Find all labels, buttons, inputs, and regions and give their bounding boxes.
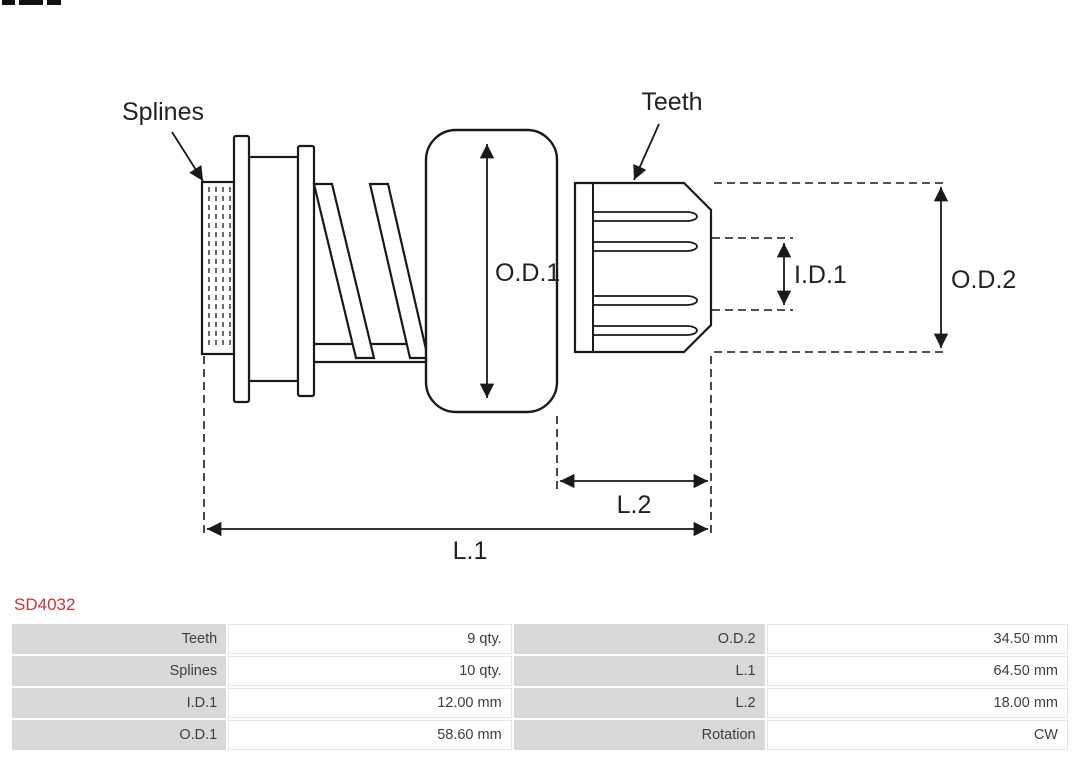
spec-label-cell: L.1 — [513, 656, 765, 686]
dimension-l2: L.2 — [556, 356, 712, 538]
flange-front — [232, 134, 251, 404]
splined-shaft — [200, 180, 236, 356]
spec-table: Teeth 9 qty. O.D.2 34.50 mm Splines 10 q… — [10, 622, 1070, 752]
logo-fragment — [2, 0, 61, 5]
spec-label-cell: L.2 — [513, 688, 765, 718]
pinion-teeth — [594, 211, 698, 336]
technical-drawing: O.D.1 — [2, 0, 1016, 565]
callout-teeth: Teeth — [633, 88, 703, 181]
dimension-l1: L.1 — [203, 356, 708, 565]
flange-hub — [232, 134, 316, 404]
spec-value-cell: 34.50 mm — [766, 624, 1068, 654]
pinion-gear — [573, 181, 713, 354]
teeth-label: Teeth — [641, 88, 702, 116]
flange-rear — [296, 144, 316, 398]
table-row: Teeth 9 qty. O.D.2 34.50 mm — [12, 624, 1068, 654]
spec-value-cell: 12.00 mm — [228, 688, 512, 718]
starter-drive-diagram: O.D.1 — [2, 0, 1016, 565]
spec-label-cell: Rotation — [513, 720, 765, 750]
callout-splines: Splines — [122, 98, 204, 182]
spec-value-cell: 18.00 mm — [766, 688, 1068, 718]
splines-label: Splines — [122, 98, 204, 126]
od1-label: O.D.1 — [495, 259, 560, 287]
spec-value-cell: 9 qty. — [228, 624, 512, 654]
spec-value-cell: 10 qty. — [228, 656, 512, 686]
dimension-od1: O.D.1 — [479, 144, 560, 398]
table-row: Splines 10 qty. L.1 64.50 mm — [12, 656, 1068, 686]
l2-label: L.2 — [617, 491, 652, 519]
spec-value-cell: 58.60 mm — [228, 720, 512, 750]
table-row: I.D.1 12.00 mm L.2 18.00 mm — [12, 688, 1068, 718]
spec-value-cell: CW — [766, 720, 1068, 750]
spec-label-cell: I.D.1 — [12, 688, 227, 718]
l1-label: L.1 — [453, 537, 488, 565]
dimension-id1: I.D.1 — [712, 237, 847, 311]
table-row: O.D.1 58.60 mm Rotation CW — [12, 720, 1068, 750]
part-number: SD4032 — [14, 595, 76, 614]
spec-value-cell: 64.50 mm — [766, 656, 1068, 686]
dimension-od2: O.D.2 — [714, 182, 1016, 353]
spec-label-cell: O.D.2 — [513, 624, 765, 654]
spec-label-cell: O.D.1 — [12, 720, 227, 750]
od2-label: O.D.2 — [951, 266, 1016, 294]
spec-label-cell: Teeth — [12, 624, 227, 654]
id1-label: I.D.1 — [794, 261, 847, 289]
spring — [312, 182, 430, 360]
spec-label-cell: Splines — [12, 656, 227, 686]
